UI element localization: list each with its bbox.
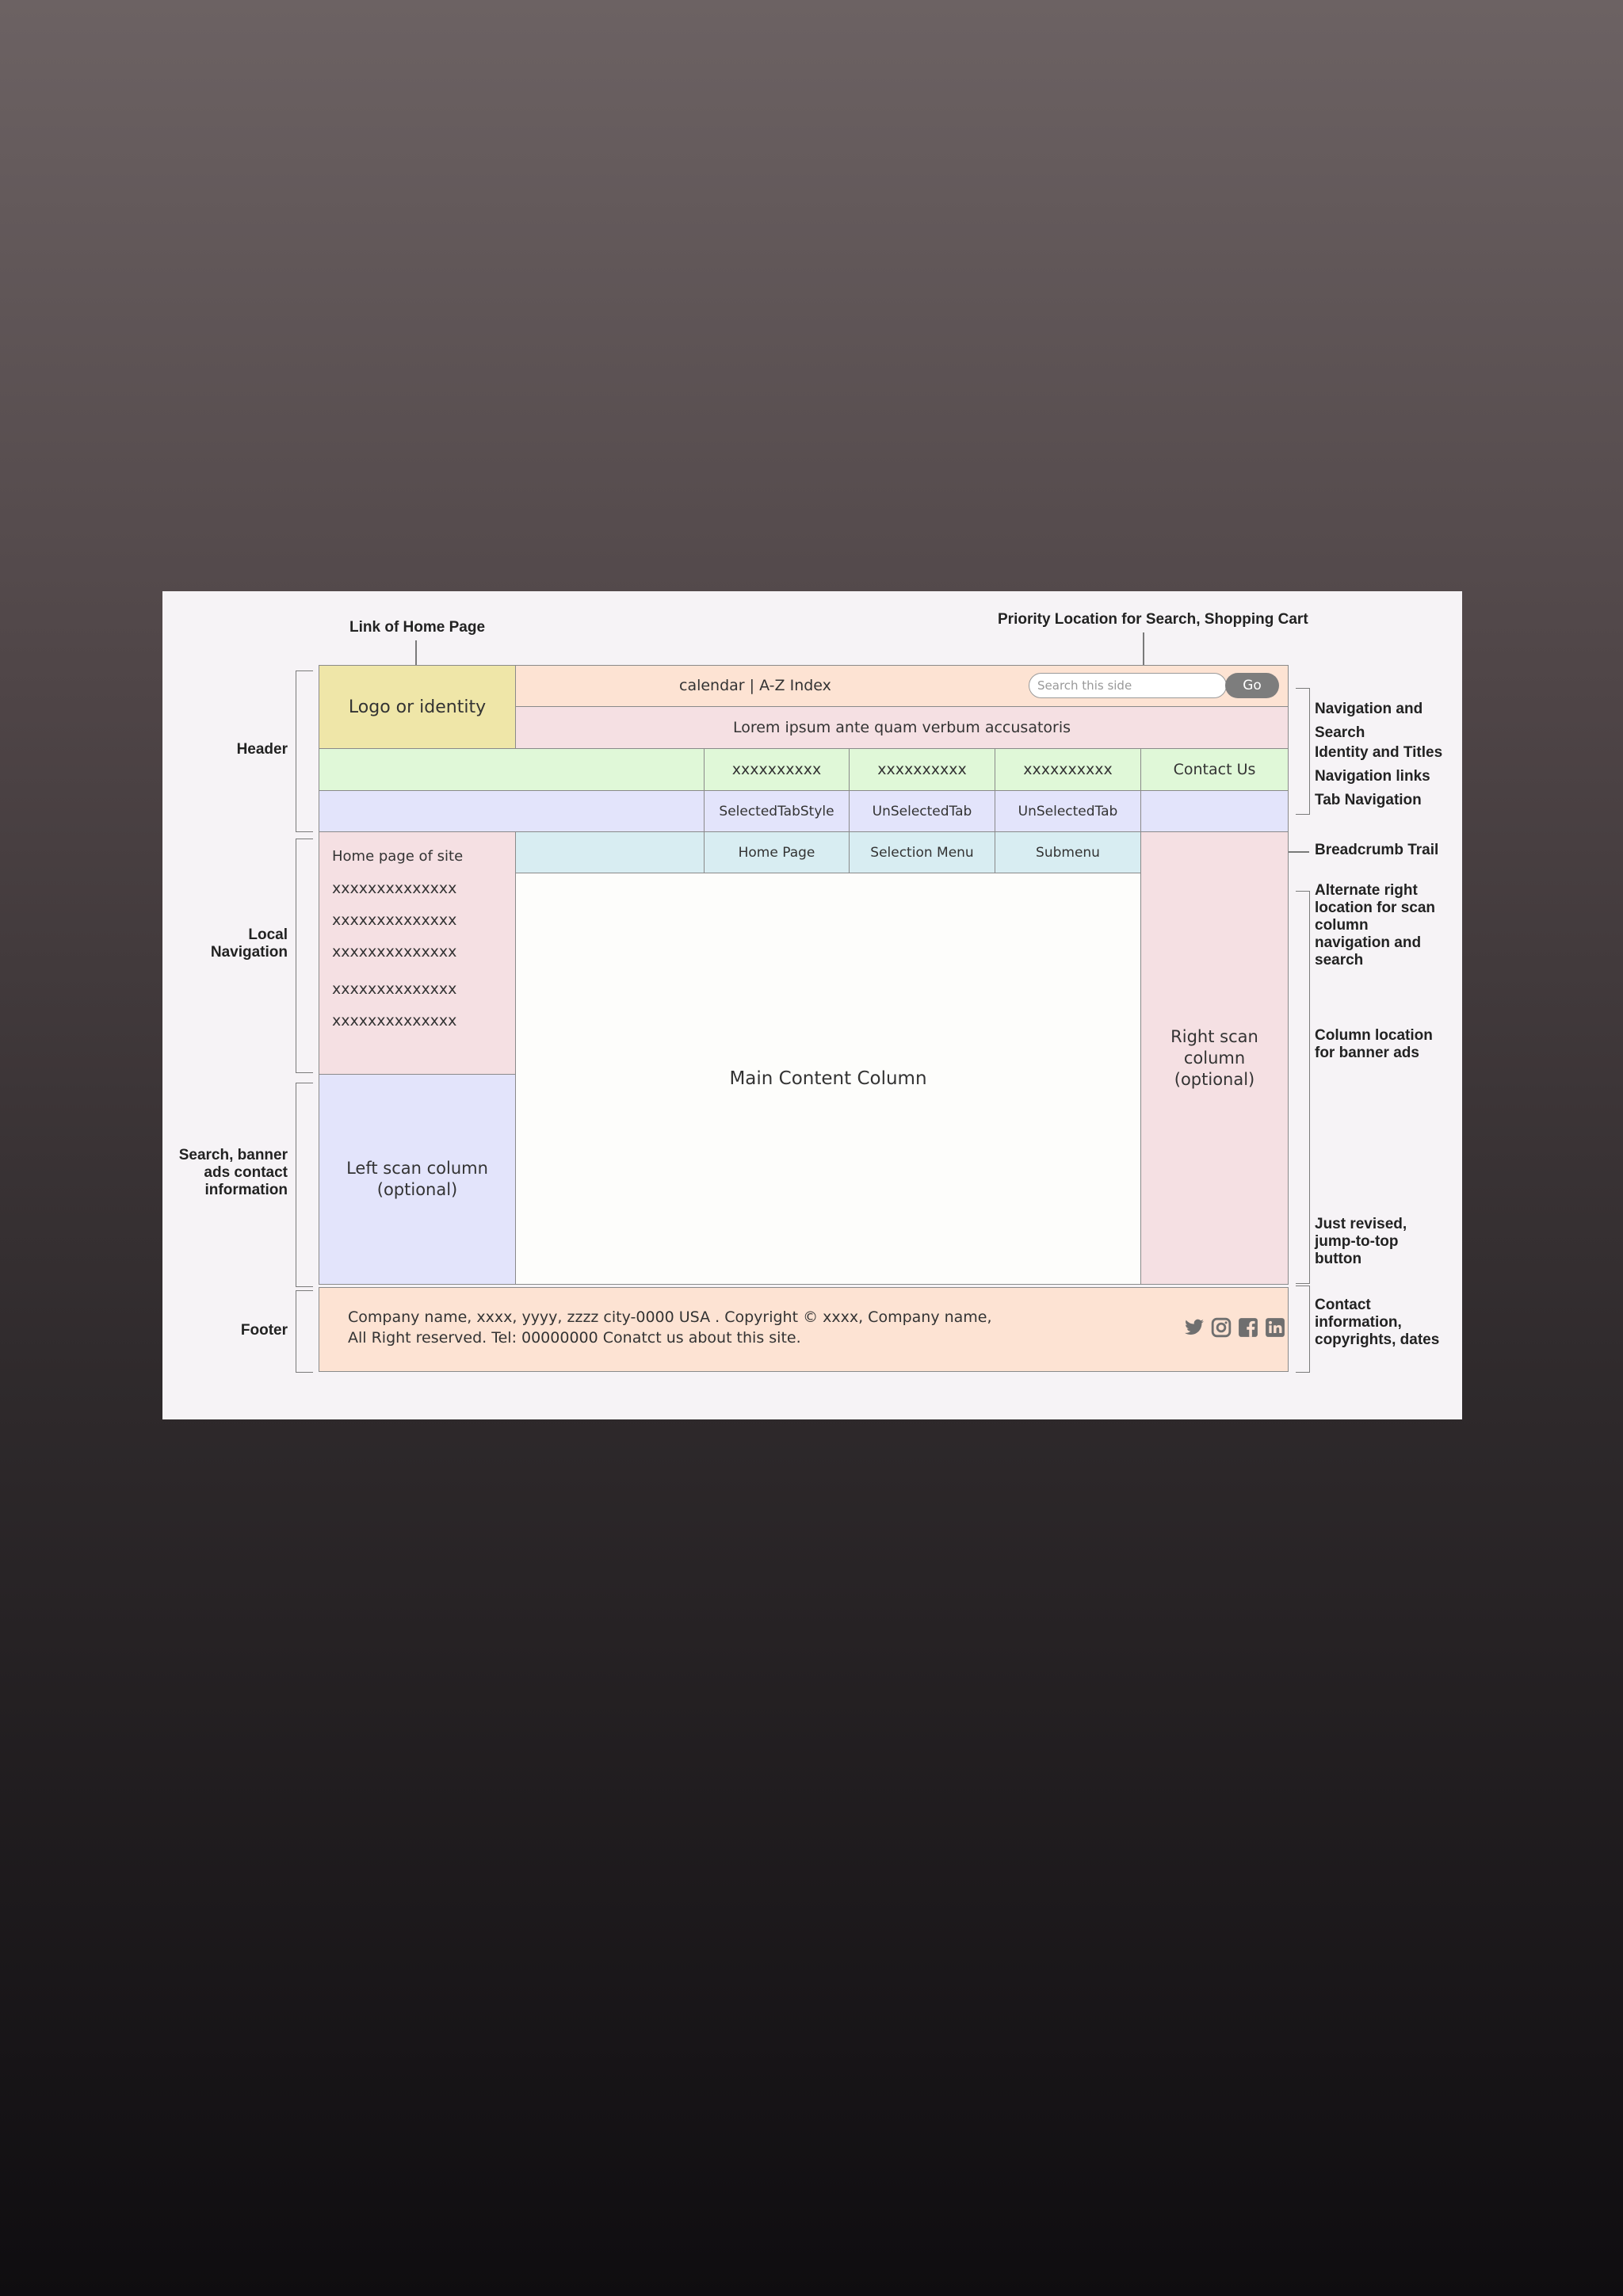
logo-box[interactable]: Logo or identity	[319, 665, 516, 749]
local-navigation: Home page of site xxxxxxxxxxxxxx xxxxxxx…	[319, 831, 516, 1075]
identity-title: Lorem ipsum ante quam verbum accusatoris	[732, 719, 1071, 736]
nav-link-1-label: xxxxxxxxxx	[731, 761, 822, 778]
search-box[interactable]: Search this side	[1029, 673, 1227, 698]
local-nav-item-1[interactable]: xxxxxxxxxxxxxx	[332, 880, 457, 897]
contact-us-link[interactable]: Contact Us	[1140, 748, 1289, 791]
instagram-icon[interactable]	[1211, 1317, 1232, 1338]
logo-label: Logo or identity	[348, 697, 487, 717]
breadcrumb-selection-menu[interactable]: Selection Menu	[849, 831, 995, 873]
breadcrumb-home-label: Home Page	[738, 844, 815, 861]
breadcrumb-home[interactable]: Home Page	[704, 831, 850, 873]
nav-link-3[interactable]: xxxxxxxxxx	[995, 748, 1141, 791]
annotation-banner-ads: Column location for banner ads	[1315, 1027, 1433, 1061]
footer-line-1: Company name, xxxx, yyyy, zzzz city-0000…	[348, 1308, 992, 1326]
footer-bracket	[296, 1290, 313, 1373]
annotation-nav-search: Navigation and Search	[1315, 701, 1423, 741]
contact-bracket	[1296, 1286, 1310, 1373]
local-nav-title[interactable]: Home page of site	[332, 848, 464, 865]
annotation-priority-search: Priority Location for Search, Shopping C…	[998, 611, 1308, 628]
nav-link-1[interactable]: xxxxxxxxxx	[704, 748, 850, 791]
link-home-leader	[415, 640, 417, 672]
annotation-contact-info: Contact information, copyrights, dates	[1315, 1297, 1440, 1348]
annotation-search-banner: Search, banner ads contact information	[178, 1147, 288, 1198]
breadcrumb-submenu[interactable]: Submenu	[995, 831, 1141, 873]
left-scan-label: Left scan column (optional)	[346, 1159, 488, 1199]
annotation-jump-top: Just revised, jump-to-top button	[1315, 1216, 1407, 1267]
facebook-icon[interactable]	[1238, 1317, 1258, 1338]
footer: Company name, xxxx, yyyy, zzzz city-0000…	[319, 1287, 1289, 1372]
breadcrumb-blank	[515, 831, 705, 873]
search-go-button[interactable]: Go	[1225, 673, 1279, 698]
breadcrumb-selection-label: Selection Menu	[870, 844, 974, 861]
local-nav-item-5[interactable]: xxxxxxxxxxxxxx	[332, 1012, 457, 1030]
main-content-label: Main Content Column	[729, 1068, 927, 1089]
search-banner-bracket	[296, 1083, 313, 1287]
tab-row-blank	[319, 790, 705, 832]
annotation-link-home: Link of Home Page	[349, 619, 486, 636]
footer-line-2: All Right reserved. Tel: 00000000 Conatc…	[348, 1329, 801, 1347]
local-nav-item-2[interactable]: xxxxxxxxxxxxxx	[332, 911, 457, 929]
left-scan-column: Left scan column (optional)	[319, 1074, 516, 1285]
contact-us-label: Contact Us	[1173, 761, 1256, 778]
nav-link-3-label: xxxxxxxxxx	[1023, 761, 1113, 778]
tab-selected-label: SelectedTabStyle	[719, 803, 834, 819]
go-label: Go	[1243, 678, 1262, 693]
annotation-local-navigation: Local Navigation	[210, 926, 288, 961]
annotation-identity-titles: Identity and Titles	[1315, 744, 1443, 761]
annotation-header: Header	[236, 741, 288, 758]
local-nav-bracket	[296, 839, 313, 1073]
wireframe-diagram: Link of Home Page Priority Location for …	[162, 591, 1462, 1419]
annotation-breadcrumb-trail: Breadcrumb Trail	[1315, 842, 1439, 858]
annotation-tab-navigation: Tab Navigation	[1315, 792, 1422, 808]
nav-search-bracket	[1296, 688, 1310, 815]
header-bracket	[296, 670, 313, 832]
tab-unselected-1[interactable]: UnSelectedTab	[849, 790, 995, 832]
top-links[interactable]: calendar | A-Z Index	[679, 677, 831, 694]
main-content-column: Main Content Column	[515, 873, 1141, 1285]
tab-unselected-2-label: UnSelectedTab	[1018, 803, 1118, 819]
priority-search-leader	[1143, 632, 1144, 672]
tab-selected[interactable]: SelectedTabStyle	[704, 790, 850, 832]
breadcrumb-submenu-label: Submenu	[1036, 844, 1100, 861]
alt-right-bracket	[1296, 891, 1310, 1284]
twitter-icon[interactable]	[1184, 1317, 1205, 1338]
nav-link-2-label: xxxxxxxxxx	[877, 761, 967, 778]
annotation-nav-links: Navigation links	[1315, 768, 1430, 785]
tab-unselected-2[interactable]: UnSelectedTab	[995, 790, 1141, 832]
right-scan-label: Right scan column (optional)	[1170, 1026, 1258, 1089]
nav-link-2[interactable]: xxxxxxxxxx	[849, 748, 995, 791]
local-nav-item-4[interactable]: xxxxxxxxxxxxxx	[332, 980, 457, 998]
nav-links-blank	[319, 748, 705, 791]
annotation-footer: Footer	[240, 1322, 288, 1339]
annotation-alt-right: Alternate right location for scan column…	[1315, 882, 1436, 968]
identity-title-bar: Lorem ipsum ante quam verbum accusatoris	[515, 706, 1289, 749]
search-input[interactable]: Search this side	[1037, 678, 1132, 693]
tab-unselected-1-label: UnSelectedTab	[872, 803, 972, 819]
local-nav-item-3[interactable]: xxxxxxxxxxxxxx	[332, 943, 457, 961]
right-scan-column: Right scan column (optional)	[1140, 831, 1289, 1285]
linkedin-icon[interactable]	[1265, 1317, 1285, 1338]
tab-row-right-blank	[1140, 790, 1289, 832]
